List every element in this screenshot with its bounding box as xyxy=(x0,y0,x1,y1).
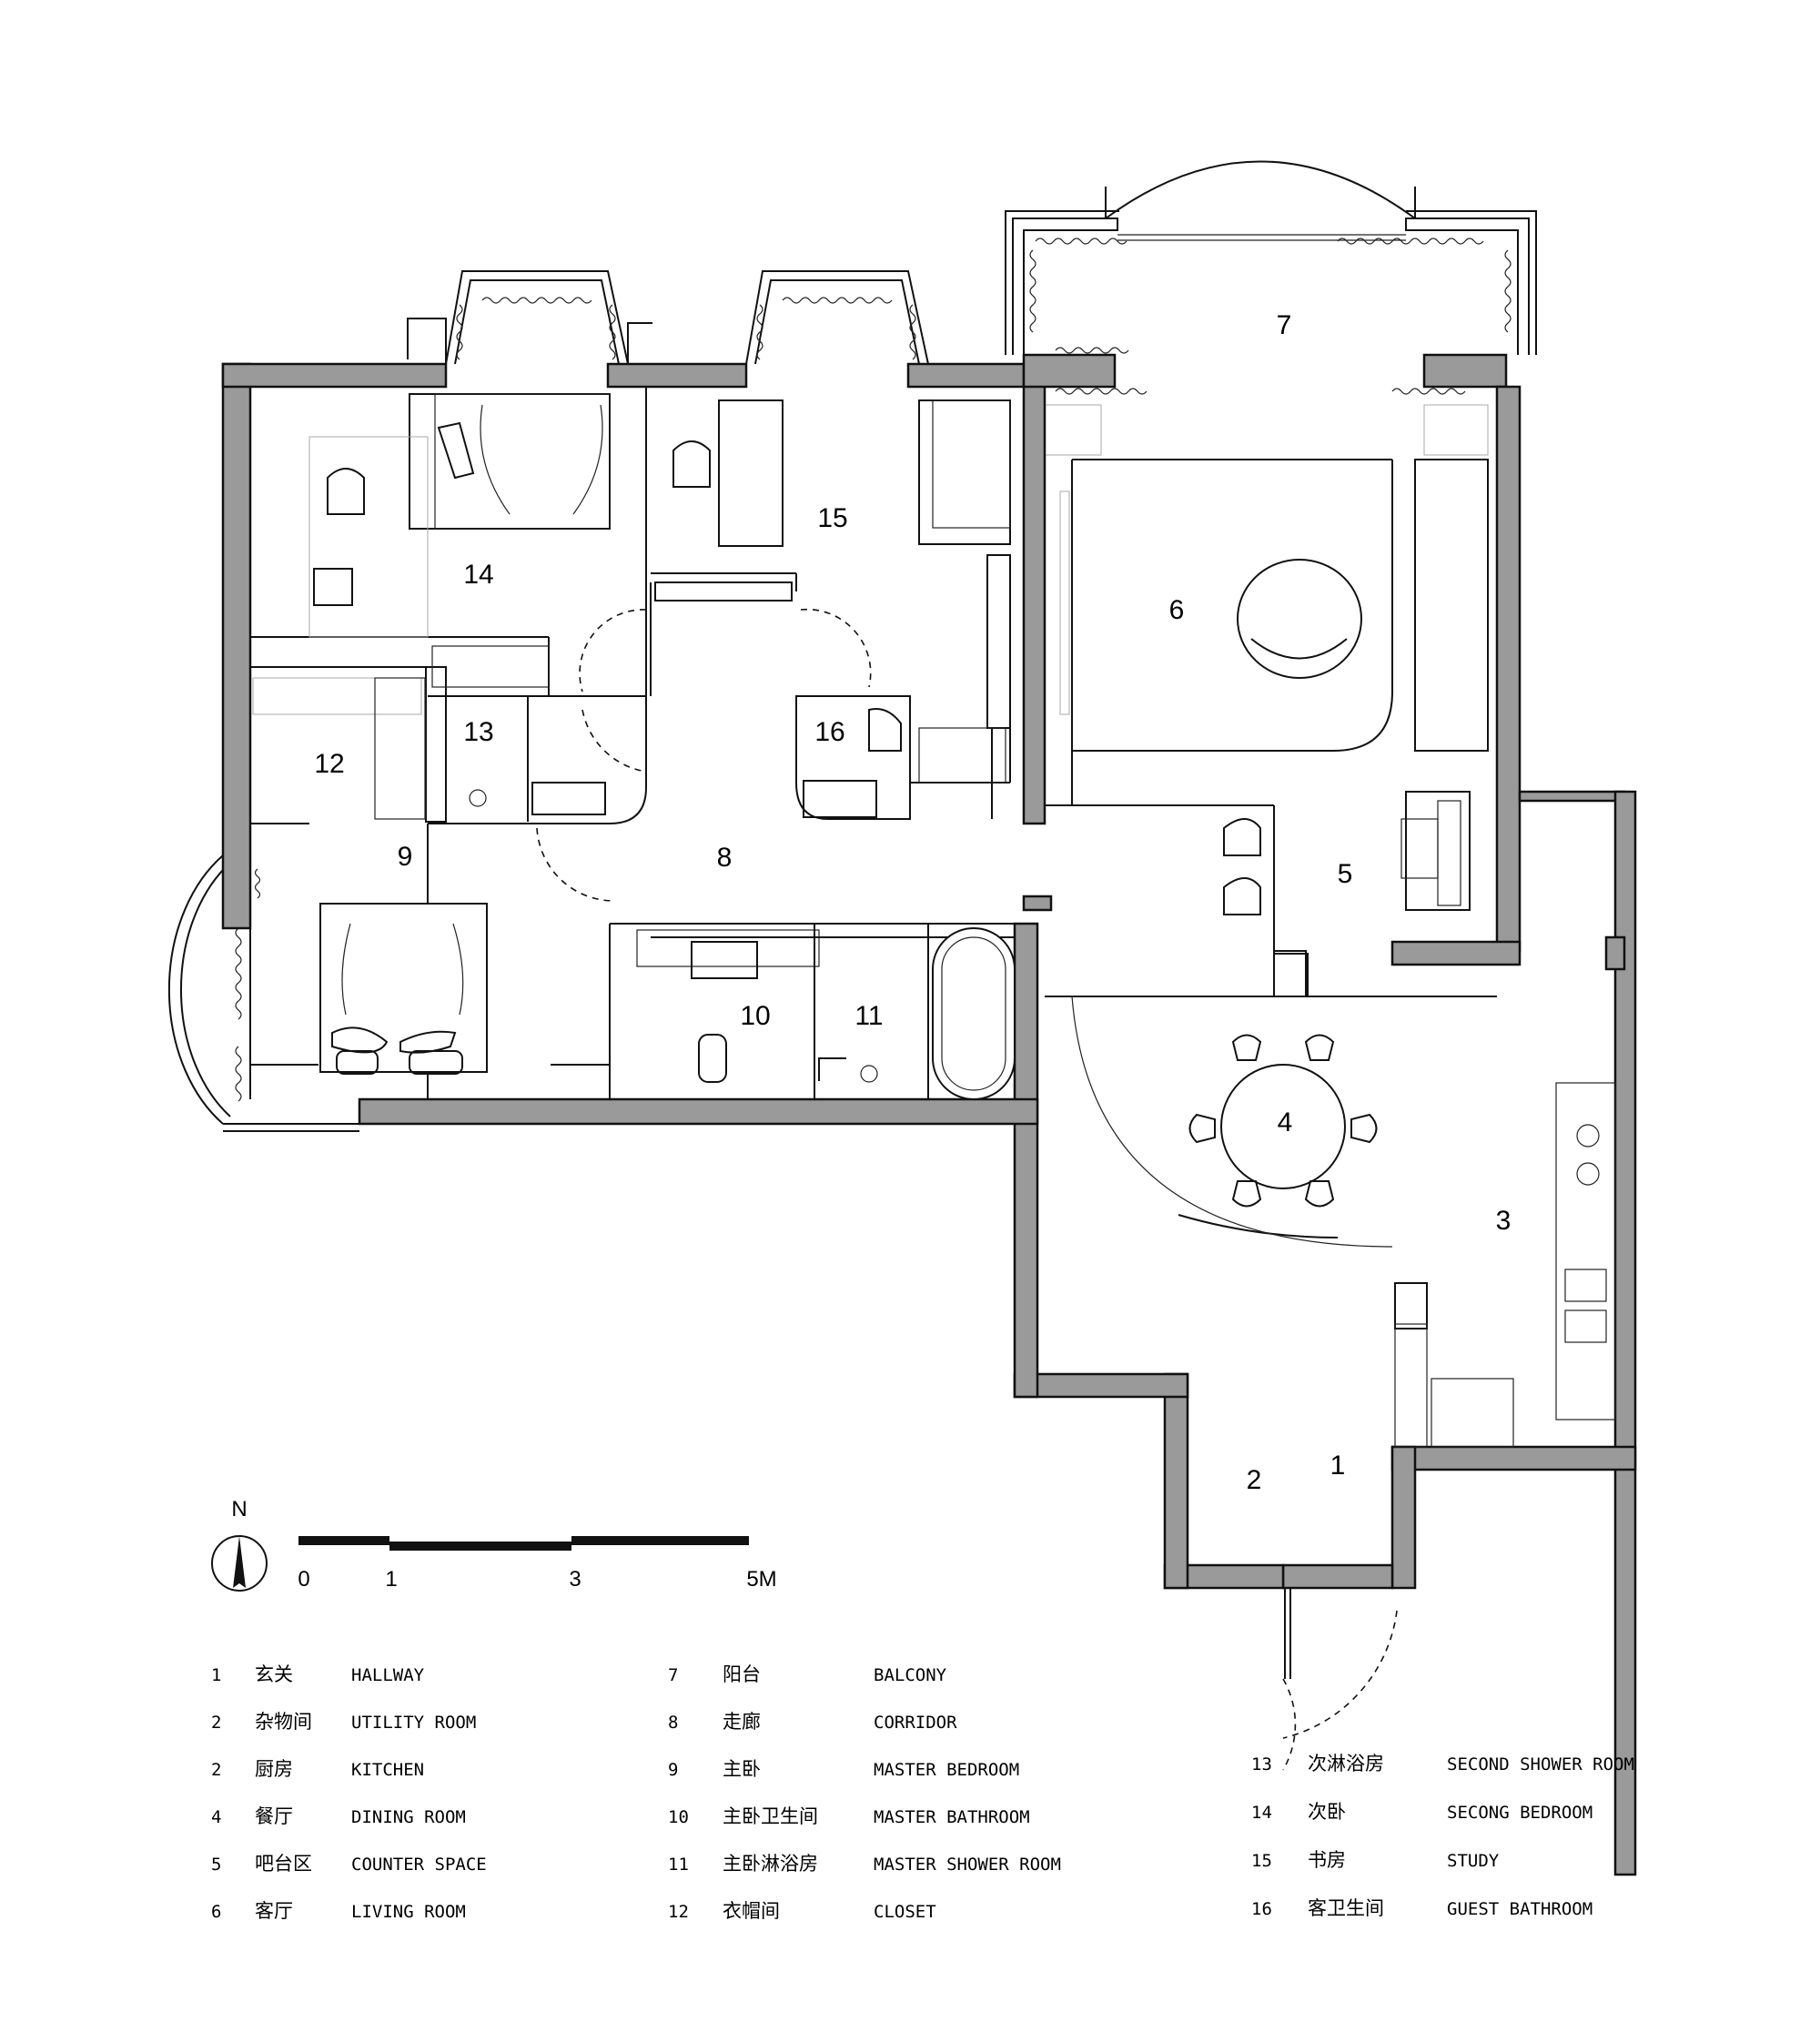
legend-cn: 主卧 xyxy=(723,1758,761,1780)
room-6-label: 6 xyxy=(1169,595,1185,625)
legend-en: CORRIDOR xyxy=(874,1713,957,1733)
legend-en: DINING ROOM xyxy=(351,1807,466,1827)
legend-cn: 餐厅 xyxy=(255,1805,293,1827)
legend-num: 9 xyxy=(668,1760,678,1780)
legend-cn: 主卧淋浴房 xyxy=(723,1853,818,1875)
room-9-label: 9 xyxy=(398,842,413,872)
room-5-label: 5 xyxy=(1338,859,1353,889)
legend-num: 13 xyxy=(1251,1754,1272,1774)
legend-cn: 客厅 xyxy=(255,1900,293,1922)
legend-en: UTILITY ROOM xyxy=(351,1713,476,1733)
legend-num: 4 xyxy=(211,1807,221,1827)
walls xyxy=(221,353,1637,1876)
legend-en: HALLWAY xyxy=(351,1665,425,1685)
legend-en: KITCHEN xyxy=(351,1760,424,1780)
north-label: N xyxy=(231,1497,247,1522)
legend-num: 1 xyxy=(211,1665,221,1685)
legend-en: LIVING ROOM xyxy=(351,1902,466,1922)
furniture xyxy=(252,393,1616,1448)
room-12-label: 12 xyxy=(314,749,344,779)
legend-num: 10 xyxy=(668,1807,689,1827)
legend-num: 15 xyxy=(1251,1851,1272,1871)
room-4-label: 4 xyxy=(1278,1107,1293,1137)
legend-en: MASTER BATHROOM xyxy=(874,1807,1030,1827)
legend-row: 2 厨房 KITCHEN xyxy=(211,1758,424,1780)
legend-row: 13 次淋浴房 SECOND SHOWER ROOM xyxy=(1251,1753,1634,1774)
legend-row: 15 书房 STUDY xyxy=(1251,1849,1500,1871)
bay-windows xyxy=(407,270,929,365)
doors xyxy=(536,608,1398,1771)
room-3-label: 3 xyxy=(1496,1206,1512,1236)
room-8-label: 8 xyxy=(717,843,733,873)
balcony-structure xyxy=(1005,160,1537,456)
legend-cn: 玄关 xyxy=(255,1663,293,1685)
legend-row: 9 主卧 MASTER BEDROOM xyxy=(668,1758,1019,1780)
legend-en: SECONG BEDROOM xyxy=(1447,1803,1592,1823)
room-13-label: 13 xyxy=(463,717,493,747)
legend-num: 8 xyxy=(668,1713,678,1733)
legend-num: 7 xyxy=(668,1665,678,1685)
legend-row: 8 走廊 CORRIDOR xyxy=(668,1711,957,1733)
room-14-label: 14 xyxy=(463,560,493,590)
legend-cn: 杂物间 xyxy=(255,1711,312,1733)
legend-cn: 次卧 xyxy=(1308,1801,1346,1823)
legend-row: 5 吧台区 COUNTER SPACE xyxy=(211,1853,487,1875)
scale-tick-5m: 5M xyxy=(746,1567,776,1592)
room-16-label: 16 xyxy=(814,717,844,747)
legend-en: COUNTER SPACE xyxy=(351,1855,487,1875)
legend-cn: 衣帽间 xyxy=(723,1900,780,1922)
scale-tick-0: 0 xyxy=(298,1567,309,1592)
legend-row: 7 阳台 BALCONY xyxy=(668,1663,947,1685)
round-bay-window xyxy=(167,854,359,1132)
legend-cn: 客卫生间 xyxy=(1308,1897,1384,1919)
legend-row: 1 玄关 HALLWAY xyxy=(211,1663,425,1685)
legend-cn: 主卧卫生间 xyxy=(723,1805,818,1827)
legend-row: 11 主卧淋浴房 MASTER SHOWER ROOM xyxy=(668,1853,1061,1875)
legend-en: MASTER SHOWER ROOM xyxy=(874,1855,1061,1875)
legend-row: 4 餐厅 DINING ROOM xyxy=(211,1805,466,1827)
legend-cn: 厨房 xyxy=(255,1758,293,1780)
scale-tick-3: 3 xyxy=(569,1567,581,1592)
scale-tick-1: 1 xyxy=(385,1567,397,1592)
room-2-label: 2 xyxy=(1247,1465,1262,1495)
room-10-label: 10 xyxy=(740,1001,770,1031)
legend-num: 2 xyxy=(211,1713,221,1733)
room-labels: 1 2 3 4 5 6 7 8 9 10 11 12 13 14 15 16 xyxy=(314,310,1511,1495)
legend-cn: 吧台区 xyxy=(255,1853,312,1875)
legend-num: 16 xyxy=(1251,1899,1272,1919)
legend-en: GUEST BATHROOM xyxy=(1447,1899,1592,1919)
legend: 1 玄关 HALLWAY 2 杂物间 UTILITY ROOM 2 厨房 KIT… xyxy=(211,1663,1634,1922)
legend-row: 14 次卧 SECONG BEDROOM xyxy=(1251,1801,1592,1823)
legend-num: 12 xyxy=(668,1902,689,1922)
legend-row: 12 衣帽间 CLOSET xyxy=(668,1900,936,1922)
room-1-label: 1 xyxy=(1330,1451,1346,1481)
legend-en: STUDY xyxy=(1447,1851,1500,1871)
legend-en: SECOND SHOWER ROOM xyxy=(1447,1754,1634,1774)
legend-num: 6 xyxy=(211,1902,221,1922)
legend-en: BALCONY xyxy=(874,1665,947,1685)
legend-en: MASTER BEDROOM xyxy=(874,1760,1019,1780)
legend-row: 16 客卫生间 GUEST BATHROOM xyxy=(1251,1897,1592,1919)
scale-bar: 0 1 3 5M xyxy=(298,1536,777,1592)
room-7-label: 7 xyxy=(1277,310,1292,340)
legend-cn: 走廊 xyxy=(723,1711,761,1733)
legend-num: 11 xyxy=(668,1855,689,1875)
legend-row: 2 杂物间 UTILITY ROOM xyxy=(211,1711,476,1733)
legend-num: 2 xyxy=(211,1760,221,1780)
room-11-label: 11 xyxy=(854,1001,883,1031)
legend-num: 5 xyxy=(211,1855,221,1875)
north-arrow: N xyxy=(211,1497,268,1592)
room-15-label: 15 xyxy=(817,503,847,533)
legend-row: 6 客厅 LIVING ROOM xyxy=(211,1900,466,1922)
legend-en: CLOSET xyxy=(874,1902,936,1922)
legend-num: 14 xyxy=(1251,1803,1272,1823)
legend-row: 10 主卧卫生间 MASTER BATHROOM xyxy=(668,1805,1030,1827)
legend-cn: 阳台 xyxy=(723,1663,761,1685)
legend-cn: 次淋浴房 xyxy=(1308,1753,1384,1774)
legend-cn: 书房 xyxy=(1308,1849,1346,1871)
